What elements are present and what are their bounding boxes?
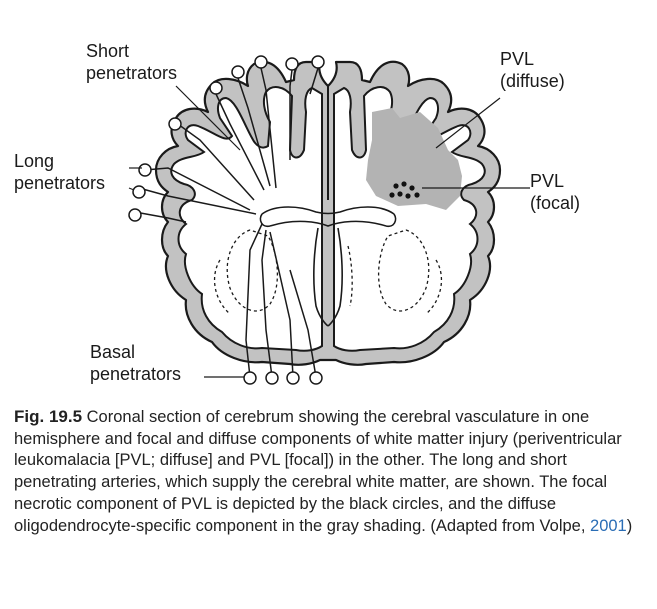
- label-basal-penetrators: Basal penetrators: [90, 341, 181, 385]
- vessel-origin-circles: [128, 55, 325, 385]
- label-pvl-diffuse-line1: PVL: [500, 49, 535, 69]
- caption-text: Coronal section of cerebrum showing the …: [14, 408, 622, 535]
- penetrating-arteries: [134, 67, 319, 378]
- label-long-line2: penetrators: [14, 173, 106, 193]
- label-short-line1: Short: [86, 41, 130, 61]
- label-short-line2: penetrators: [86, 63, 178, 83]
- label-pvl-diffuse-line2: (diffuse): [500, 71, 565, 91]
- label-long-penetrators: Long penetrators: [14, 150, 105, 194]
- label-long-line1: Long: [14, 151, 55, 171]
- leader-lines: [128, 85, 530, 378]
- caption-close: ): [626, 516, 633, 535]
- label-pvl-focal: PVL (focal): [530, 170, 580, 214]
- label-pvl-diffuse: PVL (diffuse): [500, 48, 565, 92]
- label-short-penetrators: Short penetrators: [86, 40, 177, 84]
- pvl-focal-dots: [389, 181, 420, 199]
- caption-citation-link[interactable]: 2001: [590, 516, 627, 535]
- figure-label: Fig. 19.5: [14, 407, 83, 426]
- figure-caption: Fig. 19.5 Coronal section of cerebrum sh…: [14, 406, 644, 537]
- label-pvl-focal-line2: (focal): [530, 193, 581, 213]
- brain-diagram: Short penetrators Long penetrators Basal…: [14, 40, 580, 385]
- white-matter-left: [170, 86, 323, 352]
- label-basal-line1: Basal: [90, 342, 136, 362]
- label-basal-line2: penetrators: [90, 364, 182, 384]
- label-pvl-focal-line1: PVL: [530, 171, 565, 191]
- pvl-diffuse-region: [366, 108, 462, 210]
- central-structures: [259, 206, 397, 327]
